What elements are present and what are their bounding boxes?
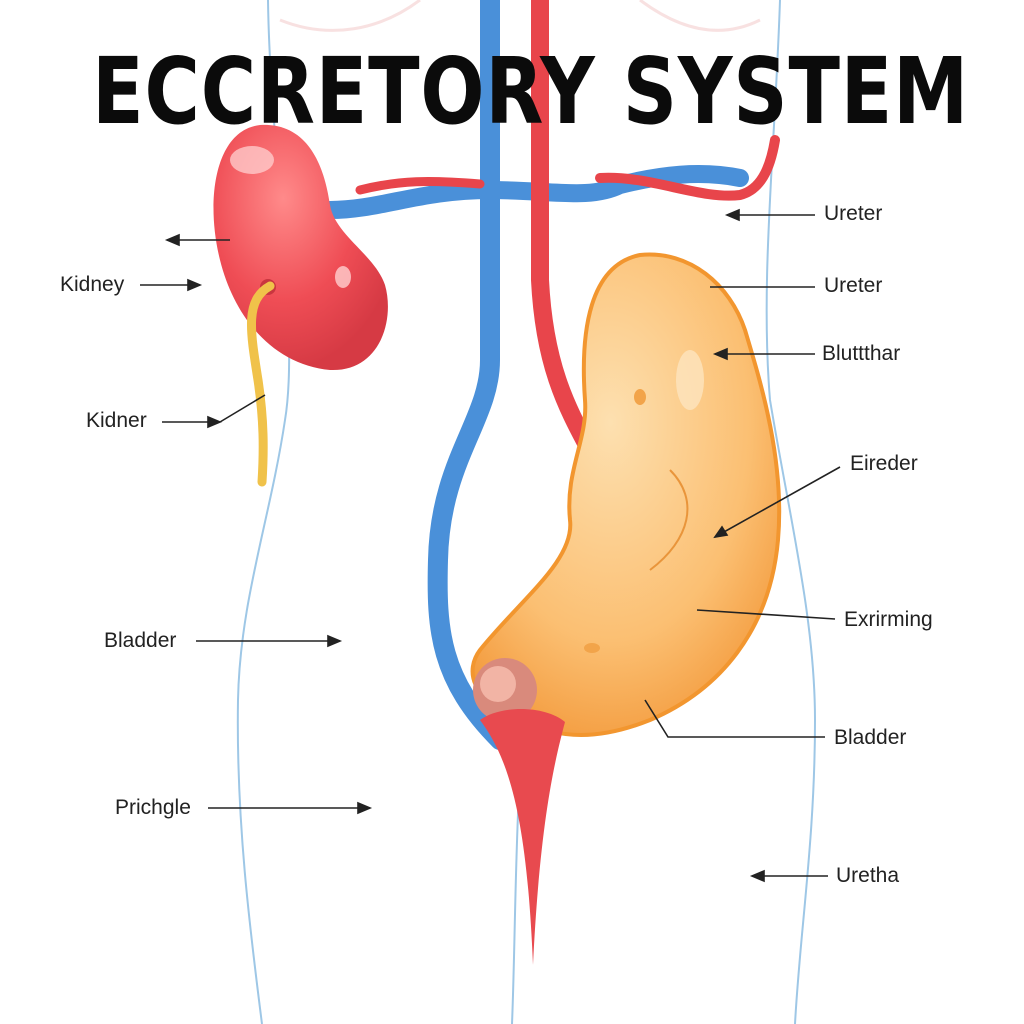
page-title: ECCRETORY SYSTEM [92,38,969,145]
label-uretha: Uretha [836,864,900,887]
urethra-organ [473,658,565,965]
label-prichgle: Prichgle [115,796,191,819]
label-exrirming: Exrirming [844,608,933,631]
label-eireder: Eireder [850,452,918,475]
label-kidner: Kidner [86,409,147,432]
leader-lines [140,208,841,883]
label-bladder-left: Bladder [104,629,177,652]
label-ureter-2: Ureter [824,274,883,297]
vein [321,0,749,750]
label-bladder-right: Bladder [834,726,907,749]
label-kidney: Kidney [60,273,125,296]
yellow-tube [246,281,275,487]
label-bluttthar: Bluttthar [822,342,901,365]
kidney-organ [213,124,388,371]
label-ureter-1: Ureter [824,202,883,225]
